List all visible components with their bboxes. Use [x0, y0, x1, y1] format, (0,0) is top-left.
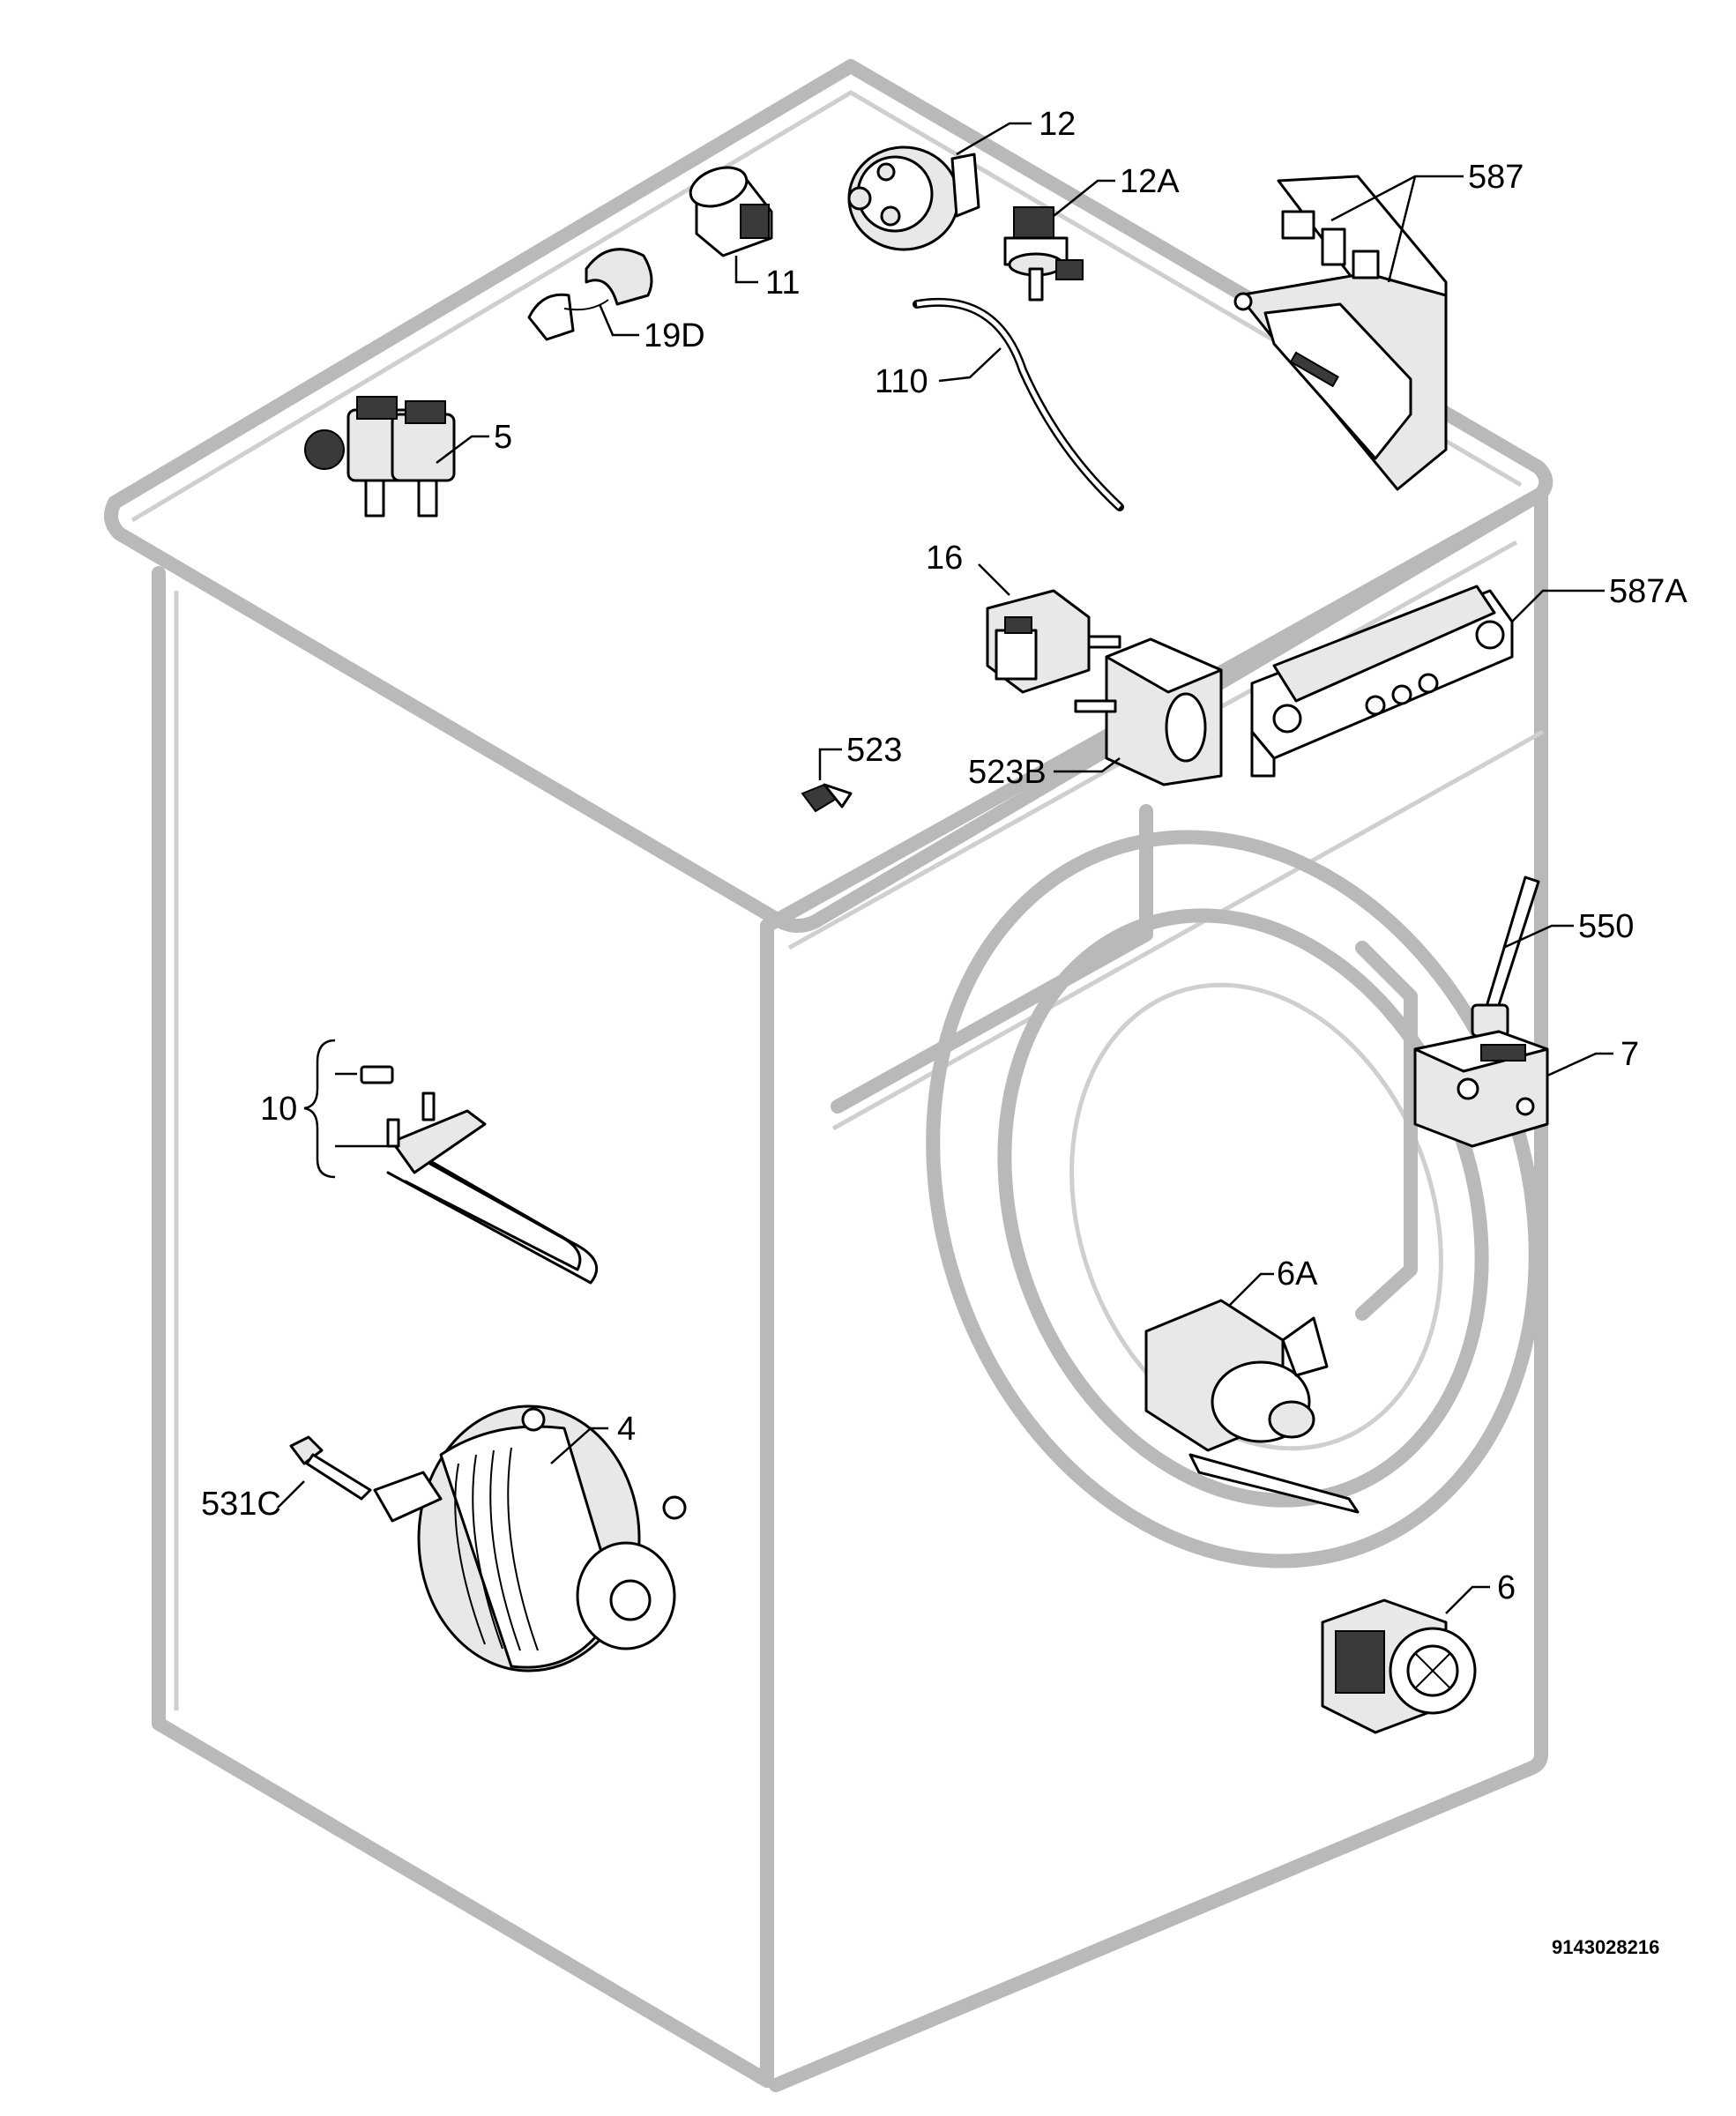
- leader-16: [978, 563, 1010, 596]
- leader-4: [550, 1427, 608, 1464]
- pump-motor-part: [1321, 1598, 1477, 1734]
- program-switch-part: [986, 589, 1121, 694]
- label-16: 16: [926, 540, 963, 577]
- heating-element-part: [360, 1065, 599, 1285]
- label-6a: 6A: [1277, 1255, 1318, 1293]
- label-6: 6: [1497, 1569, 1516, 1606]
- leader-7: [1546, 1052, 1613, 1077]
- label-5: 5: [494, 419, 512, 456]
- knob-assembly-part: [1074, 637, 1223, 786]
- small-clip-part: [801, 783, 853, 813]
- capacitor-part: [689, 166, 773, 257]
- leader-11: [734, 256, 758, 284]
- label-19d: 19D: [644, 317, 705, 354]
- label-12a: 12A: [1120, 163, 1180, 200]
- leader-12: [956, 122, 1032, 156]
- leader-10-brace: [303, 1039, 336, 1179]
- label-550: 550: [1578, 908, 1634, 945]
- leader-531c: [277, 1480, 305, 1509]
- drawing-number: 9143028216: [1552, 1936, 1659, 1958]
- door-interlock-part: [1413, 1030, 1549, 1148]
- motor-part: [373, 1404, 687, 1673]
- leader-523b: [1054, 757, 1121, 773]
- electronic-board-part: [1233, 175, 1448, 491]
- leader-12a: [1053, 179, 1115, 217]
- door-lever-part: [1471, 875, 1540, 1038]
- pressure-hose-part: [913, 297, 1124, 511]
- leader-6: [1445, 1585, 1490, 1614]
- label-523b: 523B: [968, 754, 1047, 791]
- leader-110: [938, 347, 1002, 383]
- pressure-sensor-part: [1003, 206, 1084, 302]
- motor-winding-lines: [454, 1447, 539, 1651]
- leader-5: [436, 435, 489, 464]
- pressure-switch-part: [847, 145, 980, 251]
- motor-screw-part: [289, 1435, 372, 1501]
- label-110: 110: [875, 363, 928, 400]
- label-11: 11: [765, 264, 800, 302]
- label-10: 10: [260, 1091, 297, 1128]
- label-587a: 587A: [1609, 573, 1688, 610]
- washing-machine-cabinet: [104, 59, 1553, 2092]
- leader-19d: [598, 303, 639, 337]
- label-587: 587: [1468, 159, 1524, 196]
- drain-pump-part: [1144, 1299, 1360, 1514]
- label-4: 4: [617, 1411, 636, 1448]
- filter-clip-part: [527, 248, 653, 341]
- label-523: 523: [846, 732, 902, 769]
- label-12: 12: [1039, 106, 1076, 143]
- leader-587a: [1511, 589, 1605, 622]
- leader-550: [1502, 924, 1574, 950]
- inlet-valve-part: [304, 396, 456, 518]
- label-7: 7: [1621, 1036, 1639, 1073]
- leader-587: [1330, 175, 1464, 283]
- leader-523: [818, 748, 842, 780]
- control-panel-part: [1250, 585, 1514, 778]
- leader-6a: [1229, 1272, 1274, 1306]
- label-531c: 531C: [201, 1486, 281, 1523]
